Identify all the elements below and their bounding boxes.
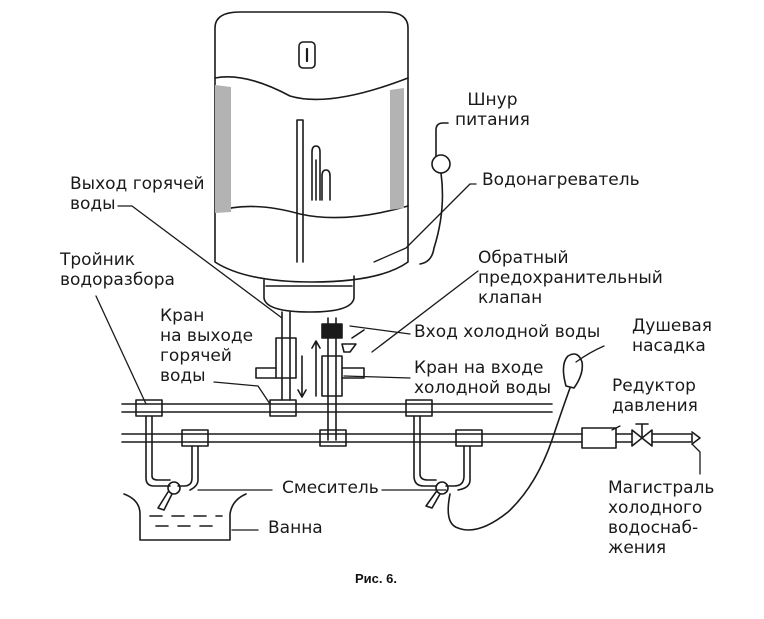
bath-label: Ванна bbox=[268, 518, 323, 538]
right-mixer-icon bbox=[435, 481, 449, 495]
left-side-panel bbox=[215, 85, 231, 213]
pipes-horizontal bbox=[121, 399, 701, 449]
hot-outlet-tap-label: Кран на выходе горячей воды bbox=[160, 306, 254, 386]
bath-icon bbox=[123, 493, 247, 541]
tee-upper-left bbox=[135, 399, 163, 417]
pressure-reducer bbox=[581, 427, 617, 449]
tee-upper-right bbox=[405, 399, 433, 417]
cold-water-pipe bbox=[311, 317, 365, 441]
hot-outlet-tap bbox=[275, 337, 297, 379]
tee-lower-middle bbox=[319, 429, 347, 447]
right-mixer-assembly bbox=[413, 353, 584, 531]
power-cord bbox=[419, 122, 451, 265]
tank-body bbox=[214, 11, 409, 283]
cold-main-label: Магистраль холодного водоснаб- жения bbox=[608, 478, 715, 558]
power-switch-icon bbox=[298, 41, 316, 69]
power-plug-icon bbox=[431, 154, 451, 174]
tank-bottom-cap bbox=[263, 275, 355, 313]
tee-lower-right bbox=[455, 429, 483, 447]
tank-upper-band bbox=[214, 76, 409, 101]
hot-water-outlet-label: Выход горячей воды bbox=[70, 174, 205, 214]
main-valve bbox=[631, 429, 653, 447]
right-side-panel bbox=[390, 88, 404, 210]
check-valve bbox=[321, 323, 343, 339]
water-heater-label: Водонагреватель bbox=[482, 170, 640, 190]
power-cord-label: Шнур питания bbox=[455, 90, 530, 130]
leader-lines bbox=[95, 183, 701, 531]
tee-lower-left bbox=[181, 429, 209, 447]
shower-head-label: Душевая насадка bbox=[632, 316, 713, 356]
mixer-label: Смеситель bbox=[282, 478, 379, 498]
tank-lower-band bbox=[214, 205, 409, 219]
cold-flow-arrow bbox=[311, 340, 321, 397]
check-valve-label: Обратный предохранительный клапан bbox=[478, 248, 663, 308]
shower-hose bbox=[447, 387, 571, 531]
tee-upper-middle bbox=[269, 399, 297, 417]
heating-element-icon bbox=[311, 145, 331, 201]
water-heater-tank bbox=[214, 11, 409, 313]
cold-inlet-tap-label: Кран на входе холодной воды bbox=[414, 358, 552, 398]
figure-caption: Рис. 6. bbox=[355, 571, 397, 586]
pressure-reducer-label: Редуктор давления bbox=[612, 376, 698, 416]
shower-head-icon bbox=[562, 353, 584, 389]
internal-hot-tube bbox=[296, 119, 304, 263]
hot-flow-arrow bbox=[297, 355, 307, 398]
left-mixer-assembly bbox=[145, 415, 199, 511]
cold-inlet-tap bbox=[321, 355, 343, 397]
tee-label: Тройник водоразбора bbox=[60, 250, 175, 290]
left-mixer-icon bbox=[167, 481, 181, 495]
hot-water-pipe bbox=[255, 311, 307, 401]
cold-water-inlet-label: Вход холодной воды bbox=[414, 322, 601, 342]
